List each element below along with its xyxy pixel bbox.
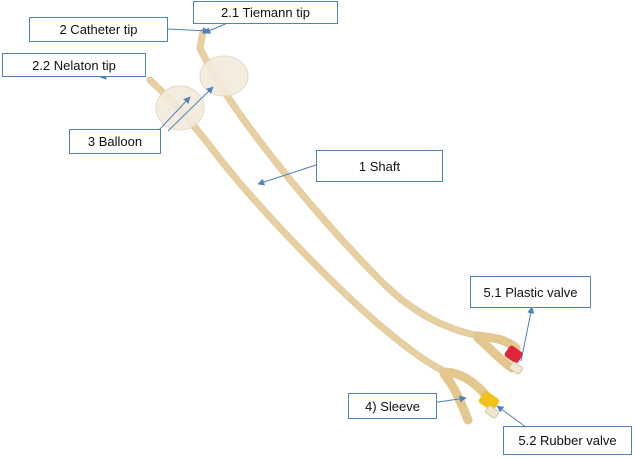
leader-lines	[99, 18, 535, 428]
hub-nelaton-lower	[439, 369, 473, 425]
valve-rubber-cap	[485, 405, 499, 419]
leader-catheter-tip	[167, 27, 210, 35]
leader-shaft	[257, 164, 317, 186]
leader-balloon-b	[167, 86, 214, 132]
balloon-tiemann	[199, 55, 249, 97]
label-plastic-valve: 5.1 Plastic valve	[470, 276, 591, 308]
label-catheter-tip: 2 Catheter tip	[29, 17, 168, 42]
hub-tiemann-lower	[473, 333, 517, 373]
catheter-tiemann	[196, 28, 523, 375]
valve-plastic-cap	[509, 361, 523, 375]
leader-balloon-a	[158, 96, 191, 131]
valve-rubber-yellow	[478, 391, 500, 411]
label-shaft: 1 Shaft	[316, 150, 443, 182]
label-balloon: 3 Balloon	[69, 129, 161, 154]
leader-rubber-valve	[496, 405, 527, 428]
label-rubber-valve: 5.2 Rubber valve	[503, 426, 632, 455]
label-sleeve: 4) Sleeve	[348, 393, 437, 419]
leader-plastic-valve	[520, 306, 535, 362]
label-nelaton-tip: 2.2 Nelaton tip	[2, 53, 146, 77]
valve-plastic-red	[504, 345, 523, 364]
label-tiemann-tip: 2.1 Tiemann tip	[193, 1, 338, 24]
catheter-nelaton	[146, 76, 500, 425]
